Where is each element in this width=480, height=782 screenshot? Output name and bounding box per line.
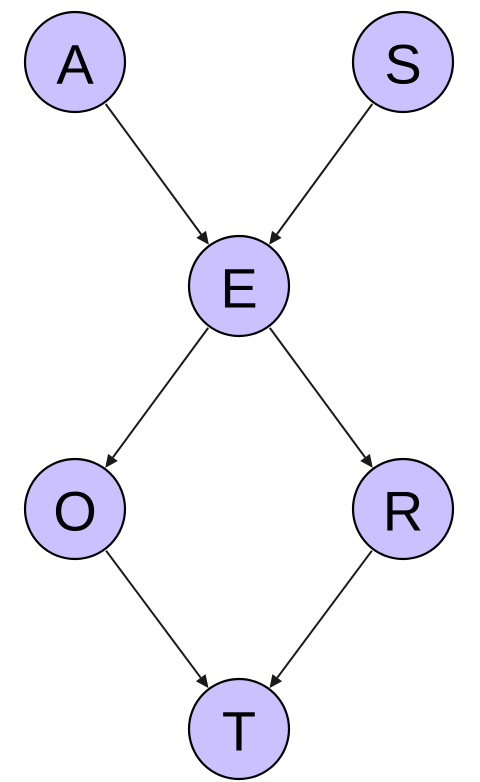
edge-line bbox=[275, 103, 374, 235]
node-A-circle bbox=[23, 10, 127, 114]
node-S-circle bbox=[351, 10, 455, 114]
edge-line bbox=[112, 327, 210, 458]
node-A-label: A bbox=[56, 33, 94, 96]
node-S-label: S bbox=[384, 33, 421, 96]
edge-line bbox=[105, 550, 202, 679]
edge-E-R bbox=[268, 327, 373, 468]
edge-E-O bbox=[105, 327, 210, 468]
edge-S-E bbox=[269, 103, 374, 245]
node-R: R bbox=[351, 457, 455, 561]
edges bbox=[104, 103, 374, 689]
node-T-circle bbox=[187, 677, 291, 781]
edge-A-E bbox=[104, 103, 209, 245]
node-E-circle bbox=[187, 234, 291, 338]
edge-line bbox=[268, 327, 366, 458]
arrowhead-icon bbox=[195, 674, 209, 689]
node-O-label: O bbox=[53, 480, 97, 543]
node-O: O bbox=[23, 457, 127, 561]
node-T-label: T bbox=[222, 700, 256, 763]
node-T: T bbox=[187, 677, 291, 781]
node-E: E bbox=[187, 234, 291, 338]
node-E-label: E bbox=[220, 257, 257, 320]
arrowhead-icon bbox=[105, 453, 118, 468]
edge-line bbox=[104, 103, 203, 235]
arrowhead-icon bbox=[269, 230, 282, 245]
node-O-circle bbox=[23, 457, 127, 561]
arrowhead-icon bbox=[196, 230, 209, 245]
edge-line bbox=[276, 550, 373, 679]
node-R-label: R bbox=[383, 480, 423, 543]
node-S: S bbox=[351, 10, 455, 114]
node-A: A bbox=[23, 10, 127, 114]
arrowhead-icon bbox=[360, 453, 373, 468]
edge-O-T bbox=[105, 550, 209, 689]
edge-R-T bbox=[269, 550, 373, 689]
arrowhead-icon bbox=[269, 674, 283, 689]
node-R-circle bbox=[351, 457, 455, 561]
